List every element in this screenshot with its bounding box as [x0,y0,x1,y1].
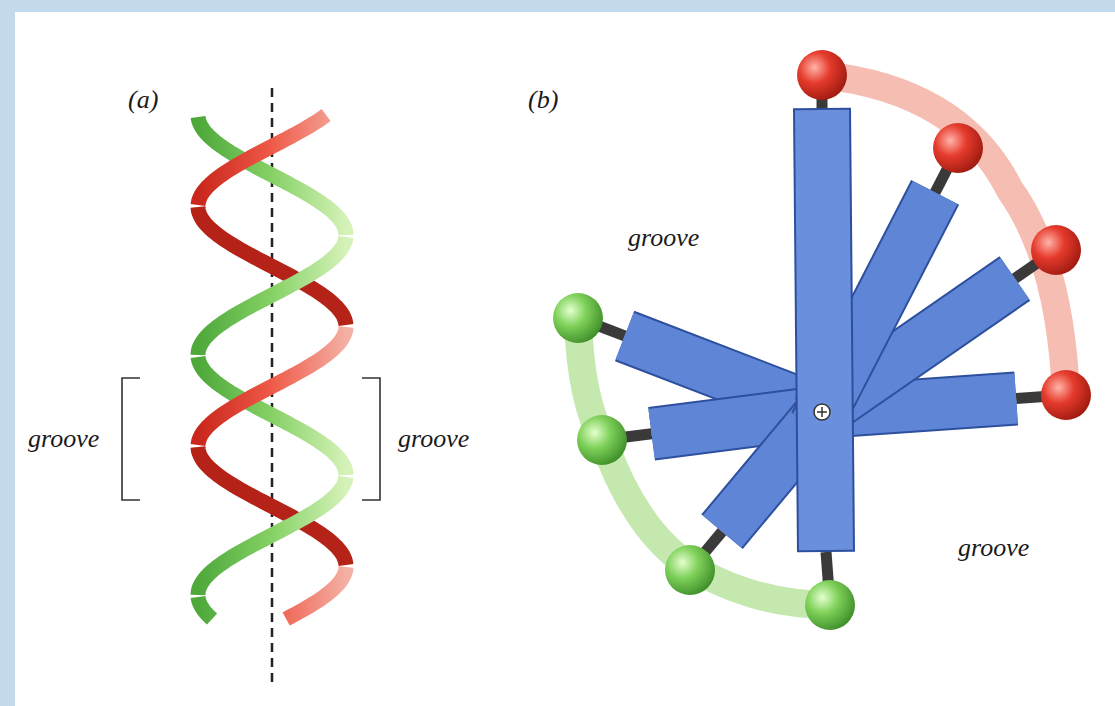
panel-label-holder: (a) [128,84,158,115]
base-rod [822,110,826,550]
axis-symbol [814,404,830,420]
groove-label-holder: groove [628,222,699,253]
base-rod [822,108,826,552]
panel-label: (a) [128,84,158,115]
groove-bracket [122,378,140,500]
backbone-ball [797,50,847,100]
backbone-ball [1041,370,1091,420]
groove-label: groove [28,423,99,454]
backbone-ball [805,580,855,630]
panel-label: (b) [528,84,558,115]
axis-symbol [821,407,823,417]
backbone-ball [933,123,983,173]
backbone-ball [665,545,715,595]
groove-label-holder: groove [28,423,99,454]
green-strand [198,237,346,595]
backbone-ball [553,293,603,343]
groove-bracket [362,378,380,500]
groove-label: groove [628,222,699,253]
groove-label-holder: groove [958,532,1029,563]
backbone-ball [577,415,627,465]
green-strand [198,117,346,619]
red-strand [198,115,346,619]
panel-label-holder: (b) [528,84,558,115]
groove-label: groove [958,532,1029,563]
groove-label: groove [398,423,469,454]
base-pairs [553,50,1091,630]
backbone-ball [1031,225,1081,275]
groove-label-holder: groove [398,423,469,454]
